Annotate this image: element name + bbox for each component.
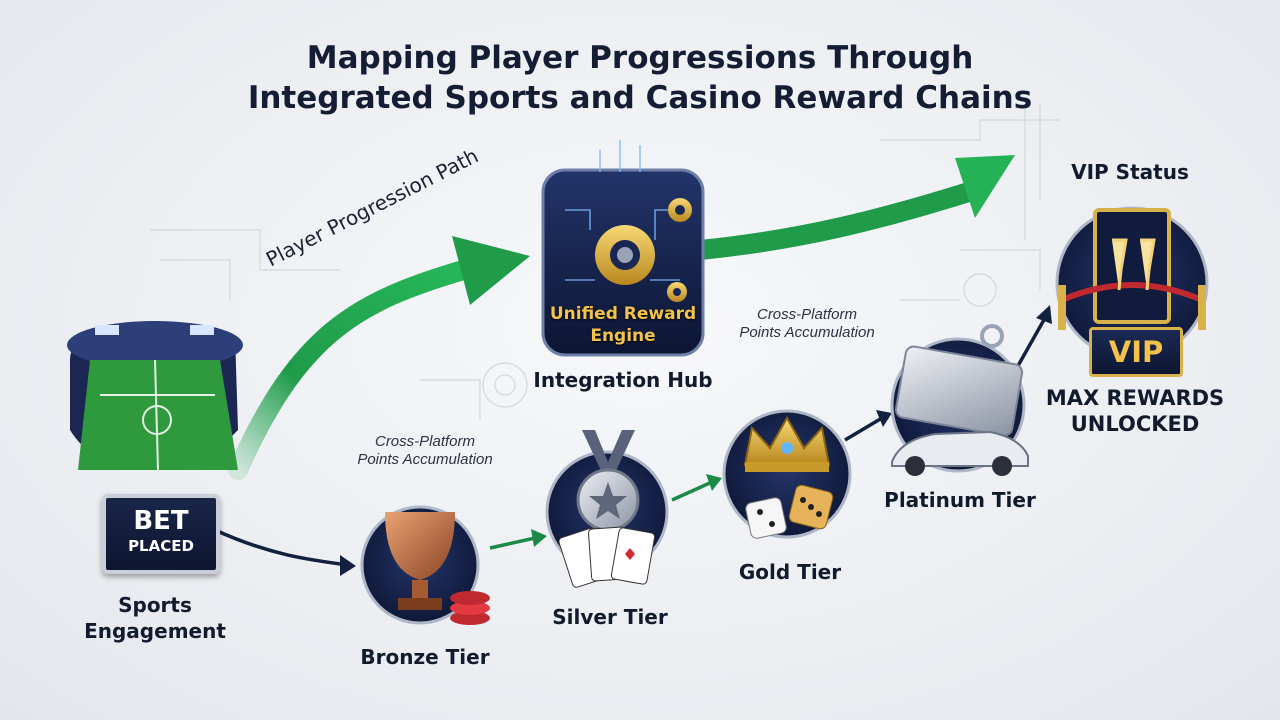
sports-engagement-label: Sports Engagement <box>70 592 240 644</box>
bet-line-1: BET <box>133 506 189 536</box>
engine-label-line-2: Engine <box>590 326 656 346</box>
progression-path-arrow <box>228 155 1015 480</box>
max-rewards-line-1: MAX REWARDS <box>1045 386 1225 410</box>
stadium-icon <box>67 321 243 471</box>
trophy-icon <box>385 512 455 610</box>
sports-label-line-2: Engagement <box>84 619 226 643</box>
integration-hub-label: Integration Hub <box>533 368 713 392</box>
card-icon <box>894 324 1024 437</box>
gear-icon <box>668 198 692 222</box>
crown-icon <box>743 415 831 472</box>
page-title: Mapping Player Progressions Through Inte… <box>0 38 1280 118</box>
circuit-decoration <box>150 105 1060 420</box>
hub-note-line-1: Cross-Platform <box>756 306 857 323</box>
gear-icon <box>595 225 655 285</box>
sports-label-line-1: Sports <box>118 593 192 617</box>
vip-plate: VIP <box>1089 327 1183 377</box>
title-line-2: Integrated Sports and Casino Reward Chai… <box>247 80 1033 116</box>
max-rewards-label: MAX REWARDS UNLOCKED <box>1030 385 1240 437</box>
vip-status-label: VIP Status <box>1071 160 1189 184</box>
bet-line-2: PLACED <box>128 537 194 555</box>
gear-icon <box>667 282 687 302</box>
poker-chips-icon <box>450 591 490 625</box>
gold-tier-label: Gold Tier <box>738 560 842 584</box>
platinum-tier-label: Platinum Tier <box>884 488 1036 512</box>
silver-tier-label: Silver Tier <box>552 605 668 629</box>
hub-note-line-2: Points Accumulation <box>739 324 875 341</box>
engine-label-line-1: Unified Reward <box>549 304 697 324</box>
playing-cards-icon <box>558 526 656 588</box>
bronze-tier-label: Bronze Tier <box>360 645 490 669</box>
hub-points-note: Cross-Platform Points Accumulation <box>722 306 892 342</box>
title-line-1: Mapping Player Progressions Through <box>306 40 974 76</box>
lower-note-line-1: Cross-Platform <box>374 433 475 450</box>
lower-note-line-2: Points Accumulation <box>357 451 493 468</box>
sports-car-icon <box>891 430 1029 476</box>
dice-icon <box>745 484 834 539</box>
lower-points-note: Cross-Platform Points Accumulation <box>340 433 510 469</box>
medal-icon <box>576 430 640 532</box>
bet-placed-sign: BET PLACED <box>102 494 220 574</box>
max-rewards-line-2: UNLOCKED <box>1070 412 1200 436</box>
engine-label: Unified Reward Engine <box>543 303 703 347</box>
champagne-icon <box>1112 238 1156 291</box>
